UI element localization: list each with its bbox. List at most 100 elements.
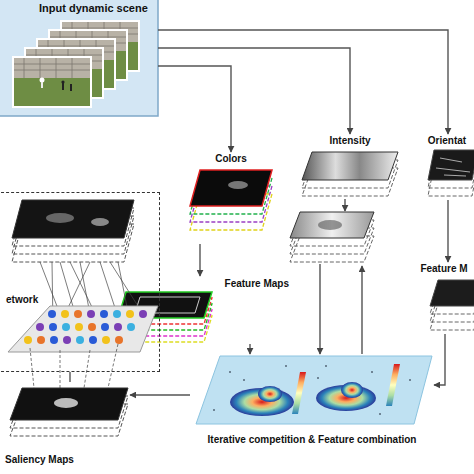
flow-arrow (447, 200, 448, 262)
orientation-feature-stack (430, 280, 474, 306)
flow-arrow (158, 48, 350, 134)
competition-panel (317, 377, 319, 379)
saliency-links (30, 344, 118, 388)
saliency-map-stack (54, 398, 78, 408)
feature-map-stack: Feature M (416, 262, 472, 334)
saliency-links (30, 344, 118, 388)
competition-panel: Iterative competition & Feature combinat… (190, 354, 434, 450)
feedback-arrows (344, 199, 345, 211)
video-frames (12, 56, 92, 108)
network-map-stack (12, 200, 134, 262)
network-map-stack (91, 218, 109, 226)
orientation-feature-stack (430, 280, 474, 330)
input-panel: Input dynamic scene (0, 0, 158, 116)
node-label: Intensity (328, 135, 371, 147)
node-label: Input dynamic scene (38, 2, 149, 15)
neuron-grid (88, 323, 96, 331)
competition-panel (213, 365, 411, 415)
competition-panel (379, 413, 381, 415)
competition-panel (243, 379, 245, 381)
neuron-grid (37, 336, 45, 344)
color-map-stack (190, 170, 272, 230)
video-frames (12, 20, 140, 108)
neuron-grid (74, 310, 82, 318)
competition-panel (386, 364, 400, 406)
feature-stack: Orientat (422, 134, 472, 200)
flow-arrow (158, 30, 448, 134)
neuron-grid (139, 310, 147, 318)
network-links (40, 262, 143, 340)
competition-panel (196, 356, 432, 424)
competition-panel (196, 356, 432, 424)
competition-panel (371, 371, 373, 373)
network-map-stack (46, 213, 74, 223)
competition-panel (325, 365, 327, 367)
intensity-map-stack (302, 152, 398, 180)
color-map-stack (190, 170, 272, 206)
neuron-grid (102, 336, 110, 344)
feature-stack: Colors (186, 152, 276, 244)
neuron-grid (126, 310, 134, 318)
node-label: Feature Maps (224, 278, 290, 290)
flow-arrow (199, 244, 200, 276)
intensity-feature-stack (290, 212, 374, 238)
flow-arrow (249, 344, 250, 354)
network-links (40, 262, 143, 340)
neuron-grid (76, 336, 84, 344)
flow-arrow (434, 334, 445, 385)
neuron-grid (115, 336, 123, 344)
neuron-grid (61, 310, 69, 318)
competition-panel (285, 365, 287, 367)
neuron-grid (63, 336, 71, 344)
input-panel (0, 0, 158, 116)
neuron-grid (87, 310, 95, 318)
neuron-grid (114, 323, 122, 331)
neuron-grid (62, 323, 70, 331)
feedback-arrows (320, 199, 362, 354)
saliency-map-stack (10, 388, 128, 436)
network-region: etwork (0, 192, 160, 372)
node-label: Iterative competition & Feature combinat… (207, 434, 418, 446)
neuron-grid (49, 323, 57, 331)
neuron-grid (50, 336, 58, 344)
neuron-grid (113, 310, 121, 318)
neuron-grid (8, 306, 158, 352)
feedback-arrows (319, 264, 320, 354)
flow-arrow (130, 394, 190, 395)
neuron-grid (89, 336, 97, 344)
orientation-map-stack (436, 158, 470, 176)
input-panel (0, 0, 158, 116)
competition-panel (229, 371, 231, 373)
competition-panel (292, 372, 306, 414)
saliency-stack: Saliency Maps (2, 382, 130, 470)
feedback-arrows (361, 266, 362, 354)
node-label: Saliency Maps (4, 454, 75, 466)
color-feature-stack (118, 292, 212, 318)
feature-stack: Intensity (300, 134, 400, 198)
intensity-feature-stack (290, 212, 374, 262)
neuron-grid (127, 323, 135, 331)
neuron-grid (75, 323, 83, 331)
feature-map-stack: Feature Maps (112, 276, 292, 344)
node-label: Feature M (419, 263, 468, 275)
orientation-feature-stack (430, 304, 474, 330)
color-map-stack (228, 181, 248, 189)
saliency-map-stack (10, 388, 128, 420)
node-label: etwork (5, 294, 39, 306)
competition-panel (341, 382, 363, 398)
flow-arrow (69, 372, 70, 382)
network-map-stack (12, 200, 134, 238)
node-label: Colors (214, 153, 248, 165)
node-label: Orientat (427, 135, 467, 147)
neuron-grid (101, 323, 109, 331)
neuron-grid (100, 310, 108, 318)
intensity-map-stack (302, 152, 398, 196)
neuron-grid (24, 336, 32, 344)
orientation-map-stack (428, 150, 474, 180)
neuron-grid (48, 310, 56, 318)
neuron-grid (36, 323, 44, 331)
competition-panel (213, 409, 215, 411)
